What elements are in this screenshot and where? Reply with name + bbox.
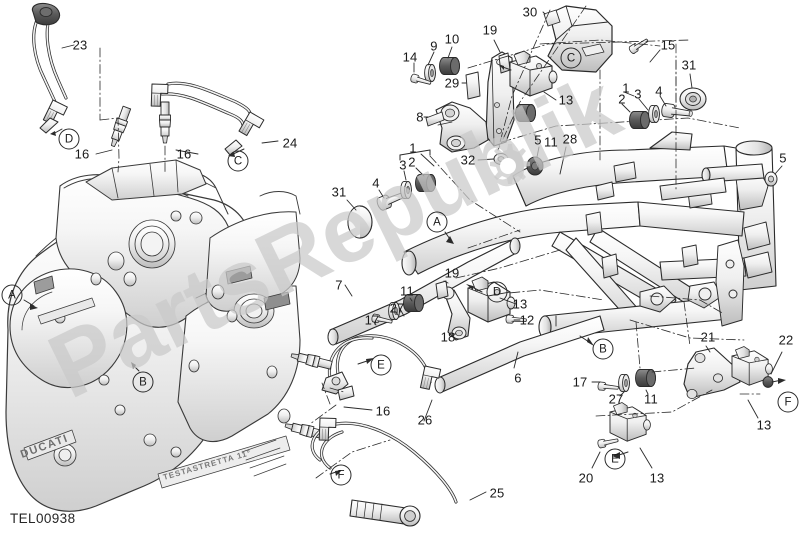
mid-ecu-group: [370, 276, 605, 394]
callout-30: 30: [522, 4, 538, 20]
callout-3a: 3: [399, 157, 407, 173]
callout-21: 21: [700, 329, 716, 345]
section-marker-b-right: B: [592, 338, 614, 360]
callout-20: 20: [578, 470, 594, 486]
callout-11a: 11: [544, 134, 558, 150]
callout-13a: 13: [558, 92, 574, 108]
callout-11b: 11: [400, 283, 414, 299]
section-marker-d-top: D: [58, 128, 80, 150]
callout-5b: 5: [779, 150, 787, 166]
callout-24: 24: [282, 135, 298, 151]
section-marker-e-low: E: [604, 448, 626, 470]
ecu-bracket-cluster: [591, 301, 786, 469]
callout-31a: 31: [681, 57, 697, 73]
callout-10: 10: [444, 31, 460, 47]
section-marker-b-engine: B: [132, 371, 154, 393]
callout-2b: 2: [618, 91, 626, 107]
callout-4a: 4: [372, 175, 380, 191]
callout-23: 23: [72, 37, 88, 53]
callout-27b: 27: [608, 391, 624, 407]
callout-9: 9: [430, 38, 438, 54]
callout-8: 8: [416, 109, 424, 125]
callout-25: 25: [489, 485, 505, 501]
diagram-id: TEL00938: [10, 511, 76, 526]
callout-13d: 13: [649, 470, 665, 486]
callout-6: 6: [514, 370, 522, 386]
callout-16a: 16: [74, 146, 90, 162]
coil-cable-assembly-top: [31, 2, 279, 175]
section-marker-c-top: C: [227, 150, 249, 172]
callout-1b: 1: [622, 80, 630, 96]
callout-11c: 11: [644, 391, 658, 407]
coil-cable-assembly-bottom: [283, 334, 487, 527]
callout-19a: 19: [482, 22, 498, 38]
callout-15: 15: [660, 37, 676, 53]
engine-block: [5, 159, 301, 512]
section-marker-c-right: C: [560, 47, 582, 69]
callout-17b: 17: [572, 374, 588, 390]
callout-13b: 13: [512, 296, 528, 312]
callout-7: 7: [335, 277, 343, 293]
callout-4b: 4: [655, 83, 663, 99]
callout-28: 28: [562, 131, 578, 147]
callout-16c: 16: [375, 403, 391, 419]
callout-1a: 1: [409, 140, 417, 156]
callout-22: 22: [778, 332, 794, 348]
callout-32: 32: [460, 152, 476, 168]
section-marker-a-mid: A: [426, 211, 448, 233]
section-marker-d-mid: D: [486, 281, 508, 303]
callout-18: 18: [440, 329, 456, 345]
callout-19b: 19: [444, 265, 460, 281]
section-marker-f-right: F: [777, 391, 799, 413]
callout-3b: 3: [634, 86, 642, 102]
callout-12: 12: [519, 312, 535, 328]
section-marker-e-mid: E: [370, 354, 392, 376]
callout-16b: 16: [176, 146, 192, 162]
callout-31b: 31: [331, 184, 347, 200]
callout-14: 14: [402, 49, 418, 65]
callout-17a: 17: [364, 312, 380, 328]
callout-26: 26: [417, 412, 433, 428]
section-marker-f-low: F: [330, 464, 352, 486]
callout-29: 29: [444, 75, 460, 91]
callout-2a: 2: [408, 154, 416, 170]
frame-trellis: [401, 131, 777, 339]
callout-13c: 13: [756, 417, 772, 433]
callout-5a: 5: [534, 132, 542, 148]
section-marker-a-left: A: [1, 284, 23, 306]
callout-27a: 27: [389, 300, 405, 316]
